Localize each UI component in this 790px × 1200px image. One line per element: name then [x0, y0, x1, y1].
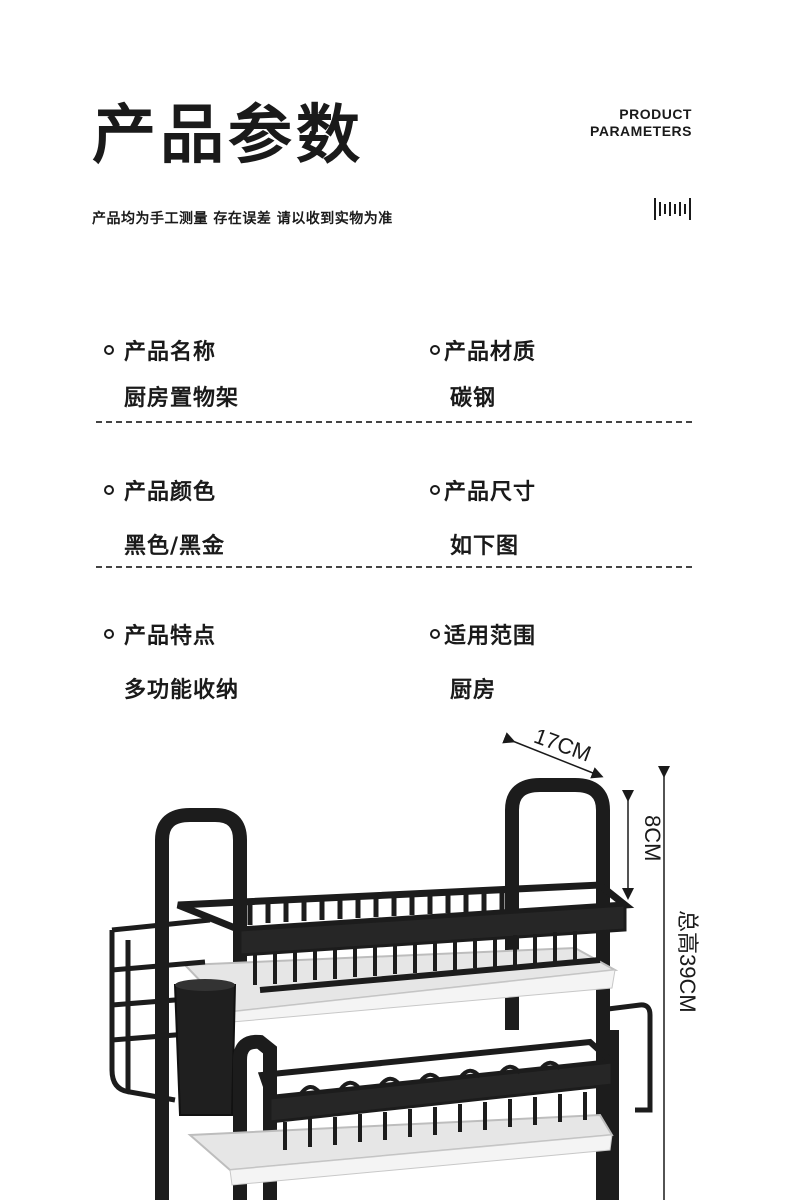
- bullet-icon: [430, 629, 440, 639]
- param-color: 产品颜色 黑色/黑金: [104, 474, 225, 560]
- page-title-english-line1: PRODUCT: [619, 106, 692, 122]
- param-value: 如下图: [450, 534, 520, 559]
- dashed-divider: [96, 421, 692, 423]
- param-material: 产品材质 碳钢: [430, 334, 536, 412]
- dish-rack-illustration: 17CM 8CM 总高39CM: [109, 730, 700, 1200]
- param-value: 黑色/黑金: [124, 534, 226, 559]
- param-label: 产品特点: [124, 624, 217, 649]
- param-value: 厨房置物架: [124, 386, 240, 411]
- param-label: 产品名称: [124, 340, 217, 365]
- param-value: 碳钢: [450, 386, 497, 411]
- bullet-icon: [104, 629, 114, 639]
- page-title-english-line2: PARAMETERS: [590, 123, 692, 139]
- param-product-name: 产品名称 厨房置物架: [104, 334, 239, 412]
- param-label: 产品材质: [444, 340, 537, 365]
- param-label: 产品颜色: [124, 480, 217, 505]
- bullet-icon: [104, 485, 114, 495]
- param-size: 产品尺寸 如下图: [430, 474, 536, 560]
- measurement-note: 产品均为手工测量 存在误差 请以收到实物为准: [92, 211, 393, 227]
- height-dimension-label: 总高39CM: [675, 910, 700, 1013]
- bullet-icon: [430, 485, 440, 495]
- param-value: 厨房: [450, 678, 497, 703]
- barcode-decoration-icon: [654, 198, 691, 220]
- page-title-english: PRODUCT PARAMETERS: [590, 106, 692, 140]
- page-title: 产品参数: [92, 99, 364, 173]
- bullet-icon: [430, 345, 440, 355]
- param-label: 适用范围: [444, 624, 537, 649]
- param-usage: 适用范围 厨房: [430, 618, 536, 704]
- width-dimension-line: [502, 732, 604, 779]
- bullet-icon: [104, 345, 114, 355]
- handle-dimension-label: 8CM: [640, 815, 665, 861]
- dashed-divider: [96, 566, 692, 568]
- param-value: 多功能收纳: [124, 678, 240, 703]
- param-label: 产品尺寸: [444, 480, 537, 505]
- param-feature: 产品特点 多功能收纳: [104, 618, 239, 704]
